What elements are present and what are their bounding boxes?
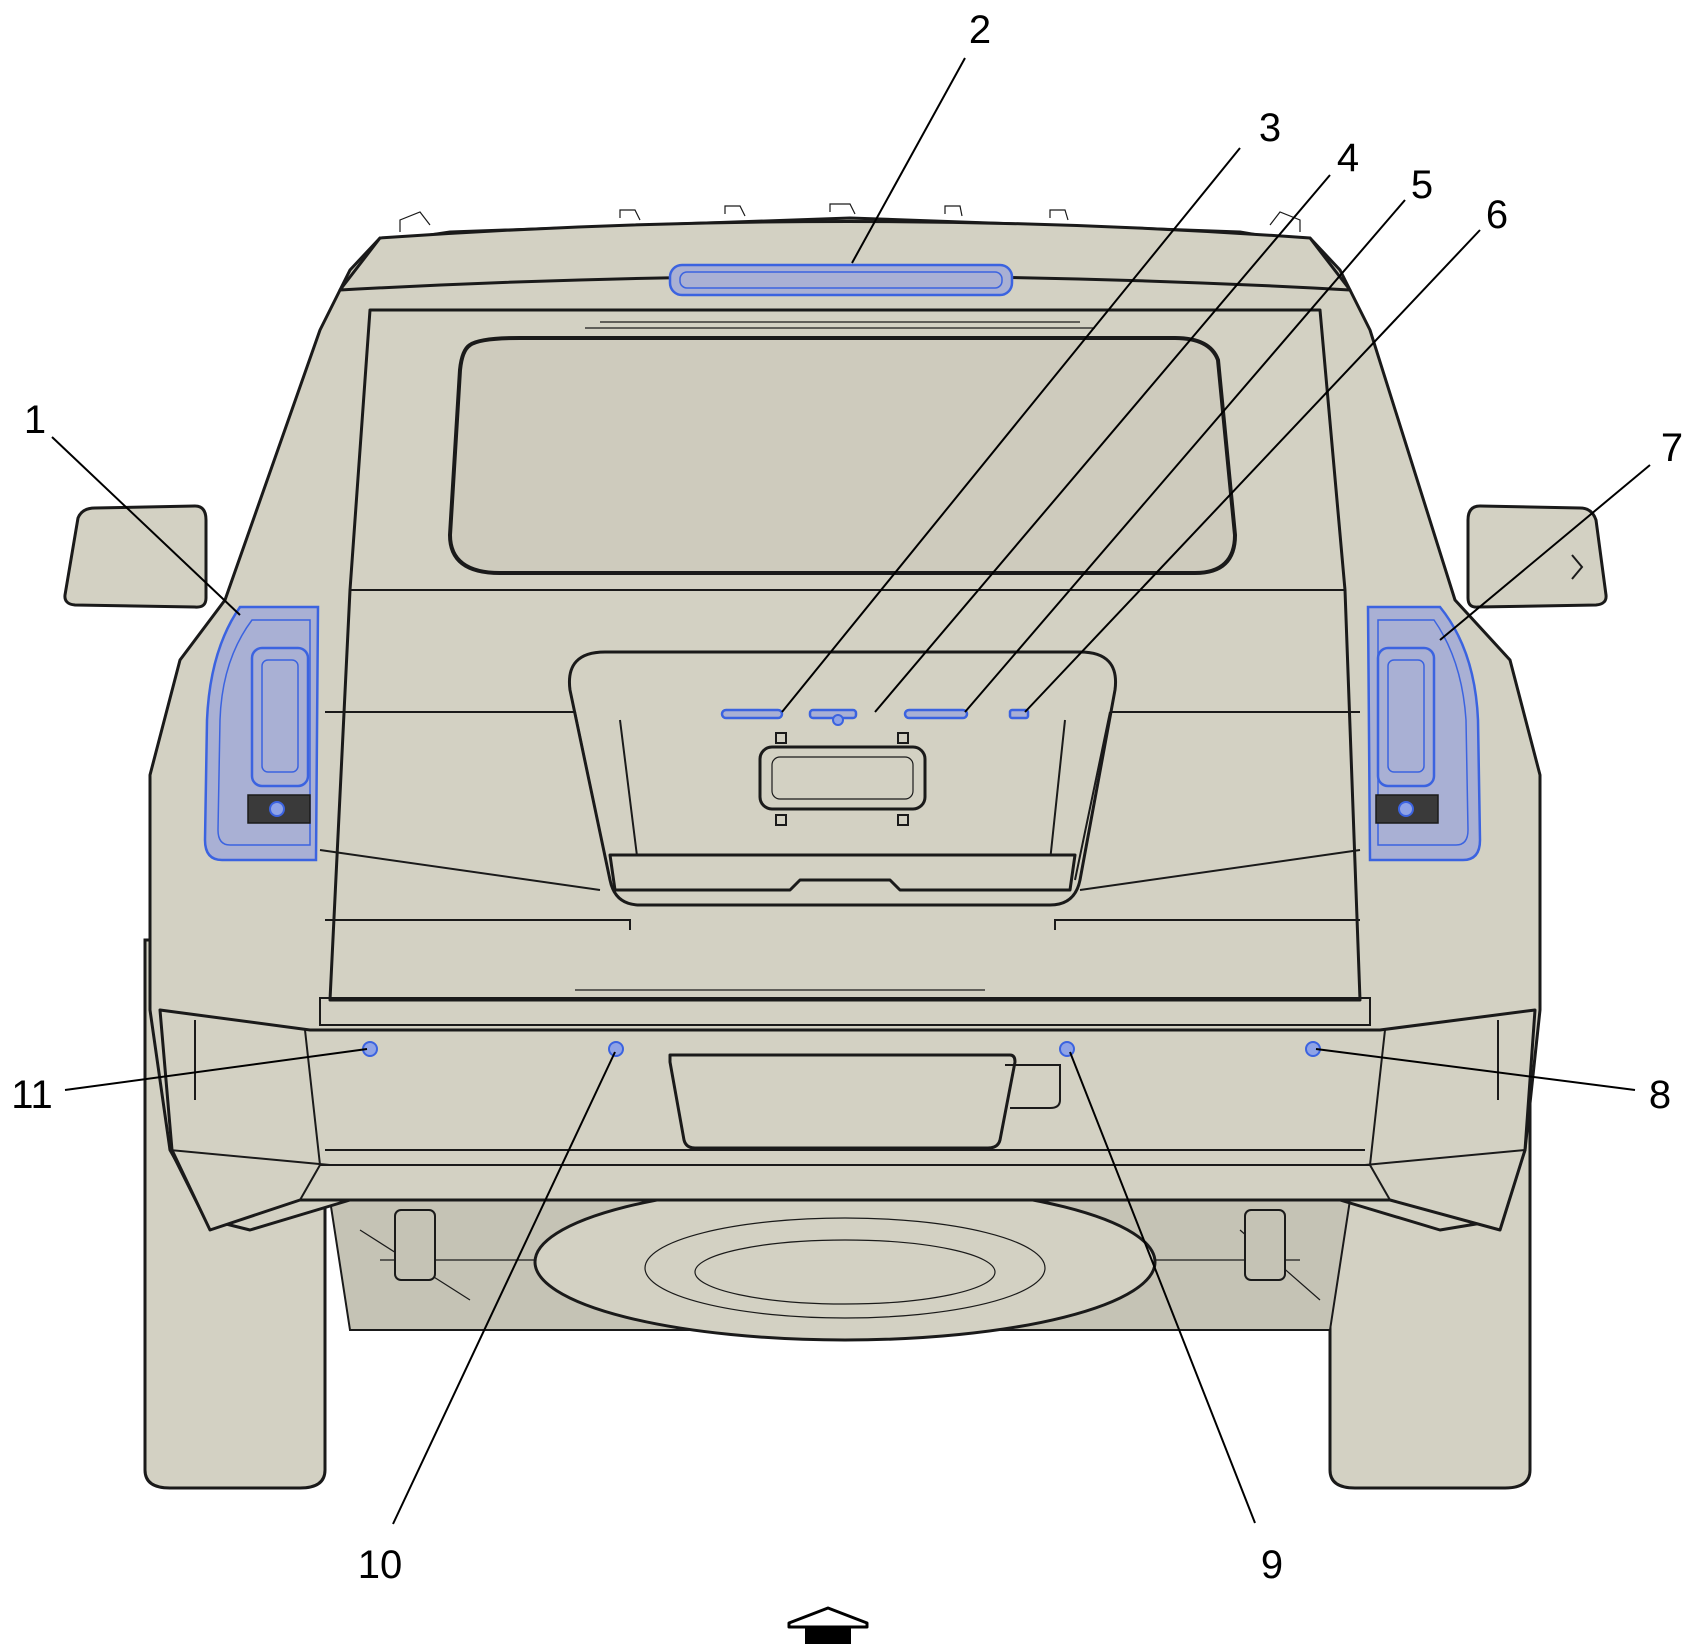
vehicle-body xyxy=(148,203,1542,1232)
callout-8: 8 xyxy=(1649,1073,1671,1117)
left-backup-lamp-bulb xyxy=(269,801,285,817)
liftgate-handle xyxy=(608,853,1077,892)
callout-11: 11 xyxy=(11,1073,53,1117)
leader-9 xyxy=(1069,1051,1256,1524)
callout-1: 1 xyxy=(24,398,46,442)
leader-7 xyxy=(1439,464,1651,641)
license-plate-frame xyxy=(758,745,927,811)
leader-1 xyxy=(51,436,241,616)
callout-leaders xyxy=(51,57,1651,1525)
right-mirror xyxy=(1466,504,1608,609)
callout-6: 6 xyxy=(1486,193,1508,237)
high-mount-stop-lamp xyxy=(668,263,1014,297)
rear-window xyxy=(447,336,1238,575)
leader-6 xyxy=(1024,229,1481,713)
left-mirror xyxy=(63,504,208,609)
undercarriage xyxy=(328,1182,1352,1342)
leader-5 xyxy=(964,199,1406,713)
right-backup-lamp-bulb xyxy=(1398,801,1414,817)
callout-2: 2 xyxy=(969,8,991,52)
sensor-inner-left xyxy=(608,1041,624,1057)
hitch-step-pad xyxy=(668,1053,1017,1150)
callout-7: 7 xyxy=(1661,426,1683,470)
callout-labels: 1 2 3 4 5 6 7 8 9 10 11 xyxy=(11,8,1683,1587)
callout-3: 3 xyxy=(1259,106,1281,150)
callout-5: 5 xyxy=(1411,163,1433,207)
callout-10: 10 xyxy=(358,1543,403,1587)
right-license-lamp xyxy=(903,708,969,720)
callout-4: 4 xyxy=(1337,136,1359,180)
leader-2 xyxy=(851,57,966,264)
leader-4 xyxy=(874,174,1331,713)
leader-8 xyxy=(1315,1048,1636,1091)
sensor-inner-right xyxy=(1059,1041,1075,1057)
left-license-lamp xyxy=(720,708,784,720)
right-tail-lamp xyxy=(1366,605,1482,862)
liftgate-components xyxy=(720,708,1030,726)
arrow-up-icon xyxy=(787,1606,869,1644)
liftgate-switch xyxy=(1008,708,1030,720)
callout-9: 9 xyxy=(1261,1543,1283,1587)
leader-10 xyxy=(392,1051,616,1525)
spare-tire xyxy=(533,1182,1157,1342)
leader-3 xyxy=(781,147,1241,713)
leader-11 xyxy=(64,1048,368,1091)
left-tail-lamp xyxy=(203,605,320,862)
rear-bumper xyxy=(158,1008,1537,1232)
